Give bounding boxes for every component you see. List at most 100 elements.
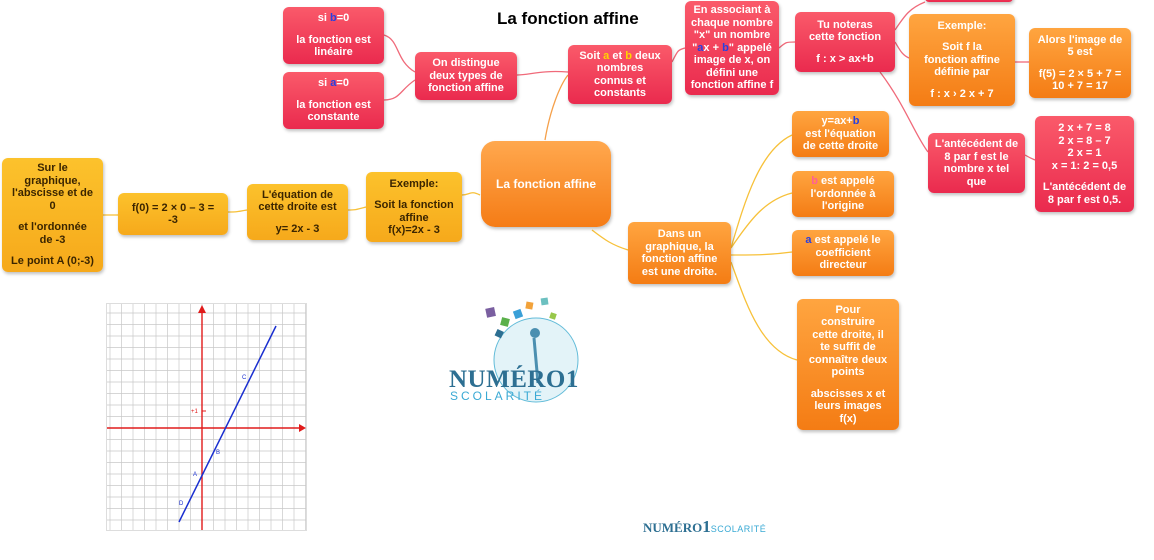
link-noteras-top <box>894 1 926 31</box>
link-center-example <box>461 192 481 196</box>
node-text: Tu noteras <box>817 18 873 31</box>
node-text: f(0) = 2 × 0 – 3 = <box>131 201 215 214</box>
node-text: L'antécédent de <box>934 138 1019 150</box>
link-center-soit <box>544 74 569 141</box>
node-calc[interactable]: f(0) = 2 × 0 – 3 = -3 <box>118 193 228 235</box>
node-text: linéaire <box>314 46 353 59</box>
center-node[interactable]: La fonction affine <box>481 141 611 227</box>
node-example-left[interactable]: Exemple: Soit la fonction affine f(x)=2x… <box>366 172 462 242</box>
node-top-edge <box>925 0 1013 2</box>
node-associant[interactable]: En associant à chaque nombre "x" un nomb… <box>685 1 779 95</box>
variable-a: a <box>805 234 812 247</box>
logo-head-icon <box>530 328 540 338</box>
node-b-ordonnee[interactable]: b est appelé l'ordonnée à l'origine <box>792 171 894 217</box>
y-axis-arrow-icon <box>198 305 206 313</box>
node-text: de cette droite <box>802 140 879 153</box>
node-equation-left[interactable]: L'équation de cette droite est y= 2x - 3 <box>247 184 348 240</box>
node-constante[interactable]: si a=0 la fonction est constante <box>283 72 384 129</box>
variable-a: a <box>697 41 704 54</box>
node-point[interactable]: Sur le graphique, l'abscisse et de 0 et … <box>2 158 103 272</box>
node-text: l'origine <box>821 200 865 213</box>
node-a-coef[interactable]: a est appelé le coefficient directeur <box>792 230 894 276</box>
node-text: 10 + 7 = 17 <box>1052 80 1108 92</box>
node-text: de -3 <box>39 233 66 246</box>
node-text: Dans un <box>657 228 702 240</box>
link-soit-types <box>516 70 569 76</box>
node-resolution[interactable]: 2 x + 7 = 8 2 x = 8 – 7 2 x = 1 x = 1: 2… <box>1035 116 1134 212</box>
node-text: est appelé le <box>811 234 881 247</box>
node-text: 2 x + 7 = 8 <box>1058 122 1111 134</box>
node-text: f : x > ax+b <box>816 52 874 65</box>
node-text: Sur le <box>37 162 68 175</box>
node-text: Soit <box>579 49 604 62</box>
node-text: x = 1: 2 = 0,5 <box>1051 159 1118 172</box>
node-text: construire <box>821 316 875 329</box>
node-text: points <box>831 366 865 379</box>
graph-grid <box>107 304 306 532</box>
link-antecedent-resolution <box>1024 154 1036 161</box>
center-label: La fonction affine <box>496 176 596 191</box>
node-text: 2 x = 8 – 7 <box>1058 134 1111 147</box>
node-text: fonction affine f <box>690 79 774 92</box>
node-text: graphique, <box>24 174 81 187</box>
point-label-c: C <box>242 375 247 381</box>
footer-logo: NUMÉRO1SCOLARITÉ <box>643 517 766 537</box>
node-construire[interactable]: Pour construire cette droite, il te suff… <box>797 299 899 430</box>
node-text: x + <box>703 41 723 54</box>
node-image[interactable]: Alors l'image de 5 est f(5) = 2 × 5 + 7 … <box>1029 28 1131 98</box>
node-noteras[interactable]: Tu noteras cette fonction f : x > ax+b <box>795 12 895 72</box>
node-text: la fonction est <box>296 33 371 46</box>
link-example-equation <box>347 206 367 211</box>
node-text: nombre x tel <box>943 163 1010 175</box>
node-text: coefficient <box>815 246 871 259</box>
node-text: et <box>609 49 626 62</box>
logo-subtitle: SCOLARITÉ <box>450 389 546 403</box>
node-text: " appelé <box>728 41 772 54</box>
node-equation-right[interactable]: y=ax+b est l'équation de cette droite <box>792 111 889 157</box>
node-text: graphique, la <box>645 240 714 253</box>
node-text: " <box>692 41 698 54</box>
logo-cube-icon <box>549 312 557 320</box>
link-equation-calc <box>227 209 248 213</box>
variable-b: b <box>722 41 729 54</box>
node-soit[interactable]: Soit a et b deux nombres connus et const… <box>568 45 672 104</box>
node-text: constants <box>594 87 646 99</box>
node-text: fonction affine <box>641 253 718 265</box>
link-droite-construire <box>730 261 798 361</box>
node-text: et l'ordonnée <box>18 221 87 234</box>
link-droite-equation <box>730 134 793 249</box>
node-text: On distingue <box>432 57 500 70</box>
node-text: Alors l'image de <box>1037 33 1123 46</box>
node-text: cette droite, il <box>812 328 884 341</box>
node-text: affine <box>399 211 429 224</box>
node-text: f : x › 2 x + 7 <box>930 87 994 100</box>
x-axis-arrow-icon <box>299 424 306 432</box>
y-tick-label: +1 <box>191 409 199 415</box>
node-text: directeur <box>819 259 867 272</box>
page-title: La fonction affine <box>497 9 639 28</box>
variable-a: a <box>330 77 337 90</box>
node-text: constante <box>307 111 360 124</box>
node-text: Pour <box>835 303 861 316</box>
logo-cube-icon <box>525 301 534 310</box>
node-text: 2 x = 1 <box>1067 147 1102 159</box>
node-text: la fonction est <box>296 98 371 111</box>
node-antecedent[interactable]: L'antécédent de 8 par f est le nombre x … <box>928 133 1025 193</box>
node-lineaire[interactable]: si b=0 la fonction est linéaire <box>283 7 384 64</box>
node-two-types[interactable]: On distingue deux types de fonction affi… <box>415 52 517 100</box>
node-text: 8 par f est le <box>944 150 1009 163</box>
node-text: abscisses x et <box>810 387 886 400</box>
node-text: définie par <box>934 66 990 79</box>
logo-cube-icon <box>494 329 504 339</box>
node-text: 5 est <box>1067 46 1093 58</box>
node-text: Le point A (0;-3) <box>11 255 94 268</box>
logo-figure-icon <box>532 337 540 384</box>
node-text: te suffit de <box>820 341 876 354</box>
footer-logo-text: NUMÉRO <box>643 520 703 535</box>
node-text: f(5) = 2 × 5 + 7 = <box>1038 67 1122 80</box>
node-droite[interactable]: Dans un graphique, la fonction affine es… <box>628 222 731 284</box>
node-text: Soit la fonction <box>374 199 454 211</box>
node-example-right[interactable]: Exemple: Soit f la fonction affine défin… <box>909 14 1015 106</box>
variable-b: b <box>811 175 818 188</box>
